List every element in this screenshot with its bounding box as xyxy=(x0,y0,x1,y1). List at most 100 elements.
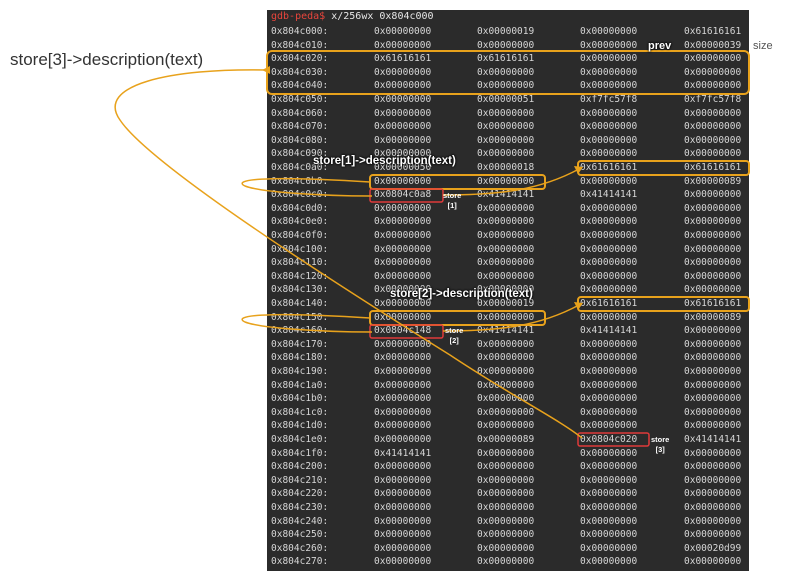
memory-word: 0x00000000 xyxy=(374,270,432,282)
memory-word: 0x00000000 xyxy=(684,515,742,527)
memory-word: 0x00000039 xyxy=(684,39,742,51)
memory-word: 0x00000000 xyxy=(374,39,432,51)
memory-address: 0x804c1b0: xyxy=(271,393,329,405)
memory-word: 0x00000018 xyxy=(477,162,535,173)
memory-word: 0x61616161 xyxy=(374,53,432,65)
store1-description-label: store[1]->description(text) xyxy=(313,155,456,167)
memory-word: 0x00000000 xyxy=(477,393,535,405)
memory-word: 0x00000000 xyxy=(374,216,432,228)
store3-tag-word: store xyxy=(651,435,670,444)
memory-word: 0x00000000 xyxy=(580,529,638,541)
memory-word: 0x00000000 xyxy=(374,393,432,405)
memory-word: 0x00000000 xyxy=(374,80,432,92)
memory-word: 0x00000000 xyxy=(374,94,432,105)
memory-word: 0x00000000 xyxy=(477,216,535,228)
memory-row: 0x804c0d0: 0x00000000 0x00000000 0x00000000… xyxy=(267,202,749,216)
memory-word: 0x00000000 xyxy=(580,243,638,255)
memory-word: 0x00000000 xyxy=(580,406,638,418)
memory-word: 0x00000000 xyxy=(580,257,638,269)
memory-address: 0x804c0f0: xyxy=(271,230,329,241)
memory-address: 0x804c0d0: xyxy=(271,202,329,214)
memory-word: 0x00000000 xyxy=(477,542,535,554)
memory-word: 0x00000000 xyxy=(477,488,535,500)
memory-word: 0x00000000 xyxy=(580,216,638,228)
memory-word: 0x00000000 xyxy=(374,202,432,214)
memory-word: 0x00000000 xyxy=(374,134,432,146)
memory-word: 0x00000000 xyxy=(477,461,535,473)
memory-word: 0x00000000 xyxy=(580,366,638,377)
memory-address: 0x804c1a0: xyxy=(271,379,329,391)
store3-tag-index: [3] xyxy=(655,445,665,454)
memory-word: 0x00000000 xyxy=(477,66,535,78)
memory-word: 0x00000000 xyxy=(580,202,638,214)
memory-row: 0x804c1b0: 0x00000000 0x00000000 0x00000000… xyxy=(267,392,749,406)
memory-word: 0x00000000 xyxy=(374,556,432,568)
memory-word: 0x00000000 xyxy=(684,121,742,133)
memory-word: 0x00000089 xyxy=(684,175,742,187)
prev-label: prev xyxy=(648,40,672,52)
memory-address: 0x804c1f0: xyxy=(271,447,329,459)
memory-word: 0x00000000 xyxy=(374,338,432,350)
store2-tag: store [2] xyxy=(445,326,463,346)
memory-word: 0x00000000 xyxy=(684,270,742,282)
memory-word: 0x00000000 xyxy=(684,338,742,350)
memory-word: 0x61616161 xyxy=(580,162,638,173)
memory-word: 0x00000000 xyxy=(580,447,638,459)
memory-word: 0x00000000 xyxy=(374,366,432,377)
memory-word: 0x00000000 xyxy=(684,53,742,65)
memory-address: 0x804c0b0: xyxy=(271,175,329,187)
memory-word: 0x00000000 xyxy=(580,175,638,187)
memory-word: 0x00000000 xyxy=(580,66,638,78)
memory-word: 0x00000000 xyxy=(684,148,742,160)
memory-address: 0x804c250: xyxy=(271,529,329,541)
gdb-prompt: gdb-peda$ xyxy=(271,11,326,22)
memory-word: 0x00000000 xyxy=(374,461,432,473)
memory-word: 0x00000000 xyxy=(580,393,638,405)
memory-address: 0x804c270: xyxy=(271,556,329,568)
memory-word: 0x00000000 xyxy=(374,121,432,133)
memory-address: 0x804c110: xyxy=(271,257,329,269)
memory-word: 0x00000000 xyxy=(684,216,742,228)
memory-word: 0x00000051 xyxy=(477,94,535,105)
memory-address: 0x804c060: xyxy=(271,107,329,119)
memory-word: 0x00000000 xyxy=(477,420,535,432)
memory-address: 0x804c030: xyxy=(271,66,329,78)
memory-word: 0x00000000 xyxy=(374,502,432,513)
memory-word: 0x00000000 xyxy=(477,502,535,513)
memory-word: 0x00020d99 xyxy=(684,542,742,554)
store2-tag-word: store xyxy=(445,326,464,335)
memory-word: 0x61616161 xyxy=(684,298,742,309)
memory-word: 0x00000000 xyxy=(477,39,535,51)
memory-word: 0x00000000 xyxy=(374,230,432,241)
memory-word: 0x00000000 xyxy=(684,202,742,214)
command-text: x/256wx 0x804c000 xyxy=(331,11,434,22)
memory-word: 0x61616161 xyxy=(684,162,742,173)
store3-tag: store [3] xyxy=(651,435,669,455)
memory-word: 0x00000000 xyxy=(374,529,432,541)
memory-address: 0x804c0c0: xyxy=(271,189,329,201)
memory-word: 0x00000000 xyxy=(684,366,742,377)
memory-word: 0x00000000 xyxy=(580,352,638,364)
memory-word: 0x00000000 xyxy=(580,542,638,554)
memory-word: 0x00000000 xyxy=(477,529,535,541)
memory-address: 0x804c160: xyxy=(271,325,329,337)
memory-word: 0x00000000 xyxy=(580,420,638,432)
memory-word: 0x0804c0a8 xyxy=(374,189,432,201)
store1-tag-word: store xyxy=(443,191,462,200)
memory-word: 0x00000000 xyxy=(477,352,535,364)
